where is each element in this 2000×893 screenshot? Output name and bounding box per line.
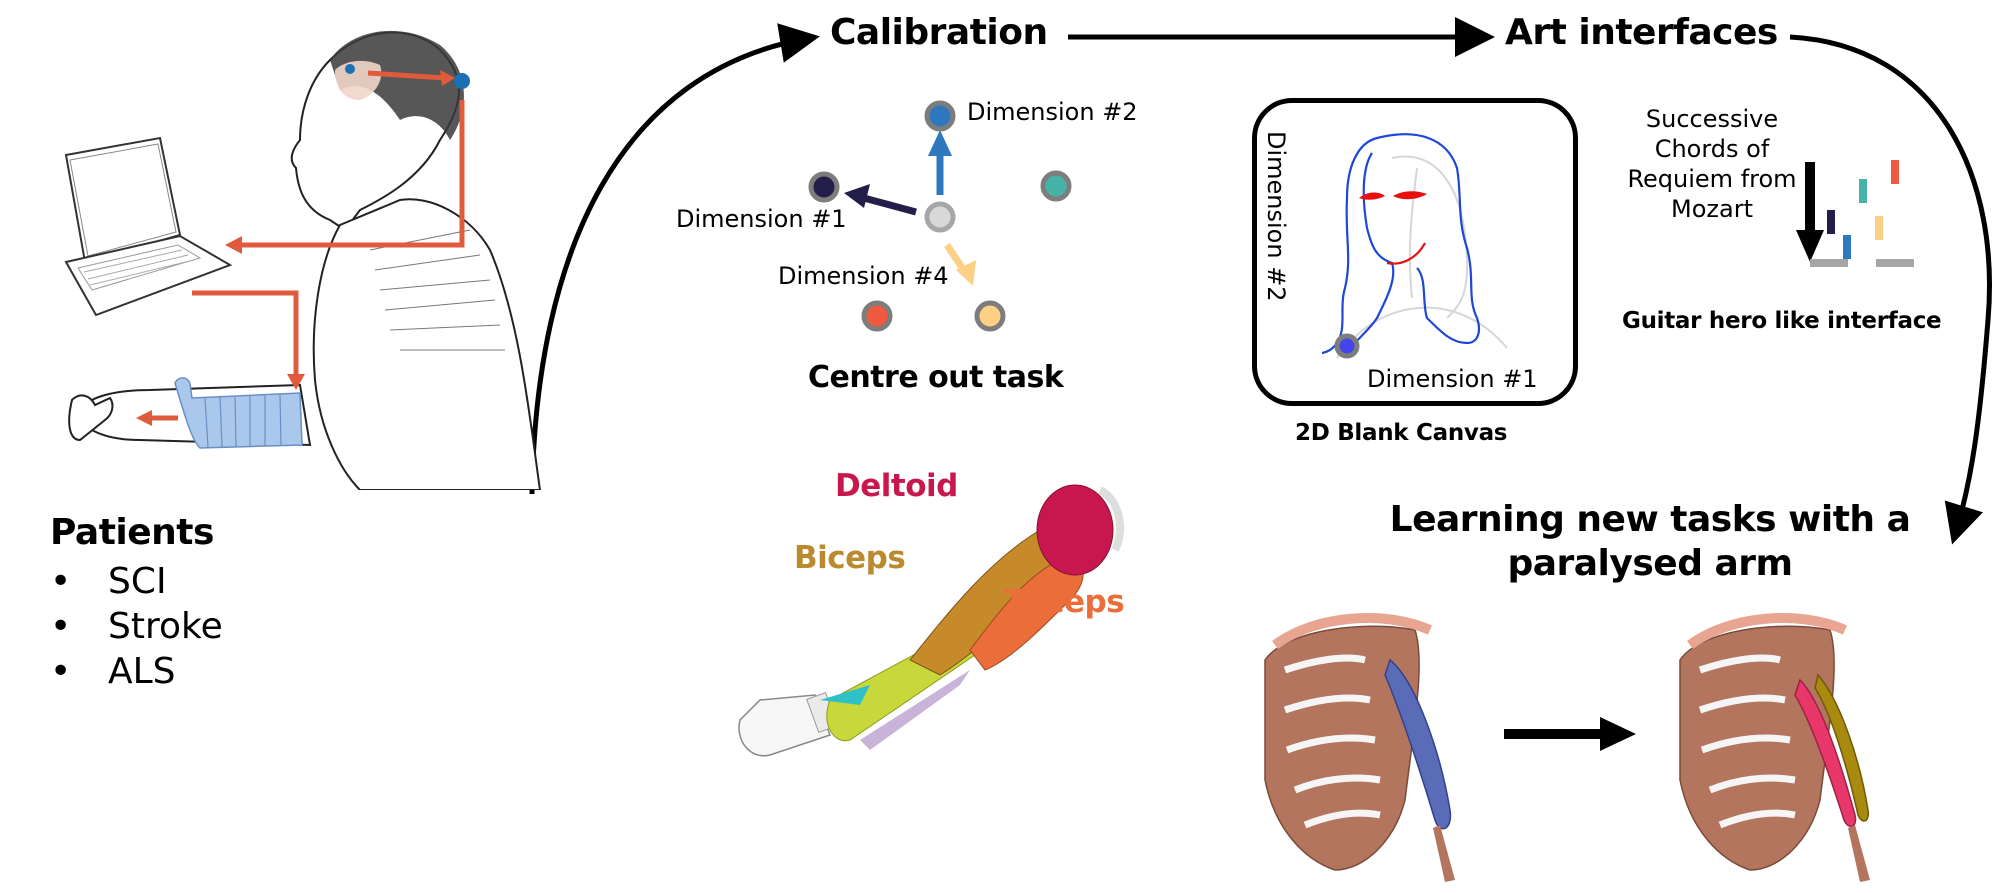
patients-block: Patients • SCI • Stroke • ALS xyxy=(50,512,223,694)
arrow-art-to-learning xyxy=(1789,34,1992,545)
cursor-centre xyxy=(924,201,956,233)
learning-title-line1: Learning new tasks with a xyxy=(1389,499,1911,540)
target-dim1 xyxy=(808,171,840,203)
signal-flow-arrows xyxy=(150,70,465,421)
deltoid-label: Deltoid xyxy=(835,468,958,504)
guitar-hero-notes xyxy=(1796,160,1914,267)
arm-muscle-illustration xyxy=(738,484,1124,757)
bullet: • xyxy=(50,651,72,692)
learning-title: Learning new tasks with a paralysed arm xyxy=(1380,498,1920,586)
patient-item-label: Stroke xyxy=(108,606,223,647)
blank-canvas-caption: 2D Blank Canvas xyxy=(1295,420,1508,446)
portrait-drawing xyxy=(1321,133,1508,359)
patients-title: Patients xyxy=(50,512,214,553)
hair-outline xyxy=(1321,133,1481,355)
target-dim4 xyxy=(974,300,1006,332)
patients-list: • SCI • Stroke • ALS xyxy=(50,559,223,694)
laptop-icon xyxy=(64,136,233,317)
upper-arm-muscle-after-b xyxy=(1814,673,1870,822)
target-red xyxy=(861,300,893,332)
emg-sleeve xyxy=(174,377,303,449)
centre-out-diagram xyxy=(808,100,1072,332)
chin-drawing xyxy=(1386,242,1426,265)
dim2-arrow xyxy=(928,130,952,195)
note-teal xyxy=(1859,179,1867,203)
patient-item-label: SCI xyxy=(108,561,167,602)
patient-item-label: ALS xyxy=(108,651,176,692)
description-line: Mozart xyxy=(1671,195,1753,223)
description-line: Chords of xyxy=(1654,135,1770,163)
eyes-drawing xyxy=(1359,191,1427,200)
guitar-hero-description: Successive Chords of Requiem from Mozart xyxy=(1612,104,1812,224)
canvas-cursor xyxy=(1334,333,1360,359)
dim1-arrow xyxy=(844,184,917,216)
description-line: Requiem from xyxy=(1627,165,1797,193)
dim4-arrow xyxy=(944,243,976,286)
learning-title-line2: paralysed arm xyxy=(1507,543,1793,584)
dim2-label: Dimension #2 xyxy=(967,98,1138,126)
upper-arm-muscle-before xyxy=(1384,658,1452,830)
arrow-patients-to-calibration xyxy=(529,23,820,495)
canvas-axis-y-label: Dimension #2 xyxy=(1262,131,1290,302)
patient-item-stroke: • Stroke xyxy=(50,604,223,649)
biceps-label: Biceps xyxy=(794,540,906,576)
before-after-arrow xyxy=(1504,717,1636,751)
guitar-hero-caption: Guitar hero like interface xyxy=(1622,308,1942,334)
falling-arrow xyxy=(1796,162,1824,262)
bullet: • xyxy=(50,561,72,602)
electrode-dot-large xyxy=(454,73,470,89)
target-dim2 xyxy=(924,100,956,132)
patient-item-sci: • SCI xyxy=(50,559,223,604)
art-interfaces-title: Art interfaces xyxy=(1505,12,1778,53)
description-line: Successive xyxy=(1645,105,1779,133)
note-dark xyxy=(1827,210,1835,234)
calibration-title: Calibration xyxy=(830,12,1048,53)
note-yellow xyxy=(1875,216,1883,240)
blank-canvas-box: Dimension #2 Dimension #1 xyxy=(1252,98,1578,406)
ribcage-after xyxy=(1679,613,1870,882)
hit-bar-left xyxy=(1810,259,1848,267)
dim1-label: Dimension #1 xyxy=(676,205,847,233)
person-figure xyxy=(68,30,542,490)
hit-bar-right xyxy=(1876,259,1914,267)
centre-out-caption: Centre out task xyxy=(808,360,1064,395)
canvas-axis-x-label: Dimension #1 xyxy=(1367,365,1538,393)
electrode-dot-small xyxy=(345,64,355,74)
patient-item-als: • ALS xyxy=(50,649,223,694)
dim4-label: Dimension #4 xyxy=(778,262,949,290)
triceps-label: Triceps xyxy=(1004,584,1125,620)
ribcage-before xyxy=(1264,613,1455,882)
note-blue xyxy=(1843,235,1851,259)
patient-illustration xyxy=(64,30,542,490)
note-red xyxy=(1891,160,1899,184)
bullet: • xyxy=(50,606,72,647)
triceps-muscle xyxy=(969,554,1084,671)
target-teal xyxy=(1040,170,1072,202)
upper-arm-muscle-after-a xyxy=(1794,678,1857,827)
deltoid-muscle xyxy=(1036,484,1114,576)
